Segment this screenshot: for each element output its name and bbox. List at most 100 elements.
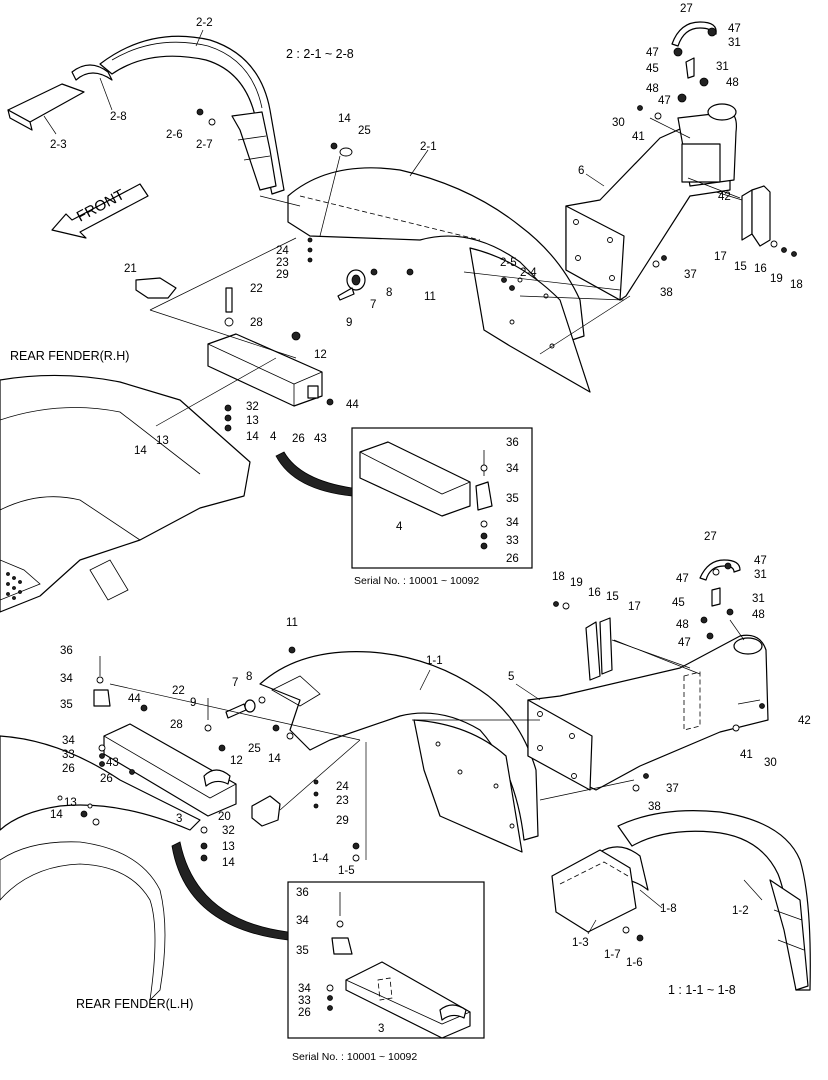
callout-lh-41: 41 [740,749,753,761]
callout-rh-47b: 47 [646,47,659,59]
lh-title: REAR FENDER(L.H) [76,997,193,1011]
callout-lh-19: 19 [570,577,583,589]
inset-rh [351,427,533,569]
callout-lh-1-2: 1-2 [732,905,749,917]
callout-rh-7: 7 [370,299,376,311]
callout-rh-13b: 13 [156,435,169,447]
callout-lh-26b: 26 [100,773,113,785]
callout-rh-26: 26 [292,433,305,445]
callout-lh-47a: 47 [676,573,689,585]
callout-rh-42: 42 [718,191,731,203]
callout-rh-19: 19 [770,273,783,285]
callout-rhi-26: 26 [506,553,519,565]
callout-rh-21: 21 [124,263,137,275]
callout-rhi-34a: 34 [506,463,519,475]
callout-lh-13a: 13 [64,797,77,809]
callout-lh-44: 44 [128,693,141,705]
part-27-handle-lh [699,559,741,581]
rh-serial-note: Serial No. : 10001 ~ 10092 [354,575,479,587]
callout-lh-7: 7 [232,677,238,689]
callout-lh-1-1: 1-1 [426,655,443,667]
callout-lh-43: 43 [106,757,119,769]
callout-lhi-36: 36 [296,887,309,899]
callout-lh-1-6: 1-6 [626,957,643,969]
callout-rh-47c: 47 [658,95,671,107]
callout-lh-32: 32 [222,825,235,837]
callout-lhi-33: 33 [298,995,311,1007]
callout-rh-2-3: 2-3 [50,139,67,151]
callout-lh-34b: 34 [62,735,75,747]
part-21-latch-rh [135,277,177,299]
part-1-1-fender-body [259,651,539,853]
callout-rh-14c: 14 [134,445,147,457]
inset-arrow-lh [171,841,289,941]
callout-lh-1-7: 1-7 [604,949,621,961]
callout-lh-33: 33 [62,749,75,761]
callout-rh-47a: 47 [728,23,741,35]
callout-lh-31b: 31 [752,593,765,605]
callout-rh-38: 38 [660,287,673,299]
callout-lhi-35: 35 [296,945,309,957]
callout-lh-48b: 48 [752,609,765,621]
callout-lh-17: 17 [628,601,641,613]
part-15-17-plates-rh [715,185,771,247]
callout-lh-47b: 47 [754,555,767,567]
callout-lh-34a: 34 [60,673,73,685]
callout-rhi-35: 35 [506,493,519,505]
callout-lh-29: 29 [336,815,349,827]
inset-lh [287,881,485,1039]
callout-rh-48b: 48 [726,77,739,89]
callout-lh-14c: 14 [222,857,235,869]
rh-title: REAR FENDER(R.H) [10,349,129,363]
cab-outline-rh [0,374,251,613]
callout-lh-20: 20 [218,811,231,823]
part-20-latch-lh [251,795,281,827]
callout-rh-12: 12 [314,349,327,361]
callout-rh-29: 29 [276,269,289,281]
callout-rh-11: 11 [424,291,436,303]
callout-lh-1-5: 1-5 [338,865,355,877]
callout-lh-14a: 14 [268,753,281,765]
callout-rh-18: 18 [790,279,803,291]
callout-rh-25: 25 [358,125,371,137]
callout-lhi-3: 3 [378,1023,384,1035]
callout-rh-31a: 31 [728,37,741,49]
callout-rh-24: 24 [276,245,289,257]
rh-range-note: 2 : 2-1 ~ 2-8 [286,47,354,61]
callout-rh-6: 6 [578,165,584,177]
callout-lh-35: 35 [60,699,73,711]
callout-lh-18: 18 [552,571,565,583]
part-2-1-fender-body [287,167,591,393]
inset-arrow-rh [275,451,353,497]
callout-lh-15: 15 [606,591,619,603]
callout-lh-9: 9 [190,697,196,709]
callout-lhi-26: 26 [298,1007,311,1019]
callout-lh-13b: 13 [222,841,235,853]
callout-rh-2-2: 2-2 [196,17,213,29]
callout-lh-36: 36 [60,645,73,657]
callout-rh-4: 4 [270,431,277,443]
callout-lh-1-8: 1-8 [660,903,677,915]
callout-lh-5: 5 [508,671,514,683]
callout-lh-37: 37 [666,783,679,795]
front-arrow: FRONT [51,183,149,239]
callout-lh-31a: 31 [754,569,767,581]
callout-rh-45: 45 [646,63,659,75]
callout-rh-8: 8 [386,287,392,299]
hardware-lh [80,562,765,942]
callout-rh-44: 44 [346,399,359,411]
callout-lh-27: 27 [704,531,717,543]
callout-lh-28: 28 [170,719,183,731]
callout-lh-48a: 48 [676,619,689,631]
callout-rh-2-5: 2-5 [500,257,517,269]
callout-lh-45: 45 [672,597,685,609]
callout-rhi-36: 36 [506,437,519,449]
callout-rh-2-8: 2-8 [110,111,127,123]
callout-lh-3: 3 [176,813,182,825]
callout-rhi-33: 33 [506,535,519,547]
callout-rh-17: 17 [714,251,727,263]
assembly-lines-lh [109,619,761,860]
callout-rh-2-1: 2-1 [420,141,437,153]
callout-lh-1-4: 1-4 [312,853,329,865]
